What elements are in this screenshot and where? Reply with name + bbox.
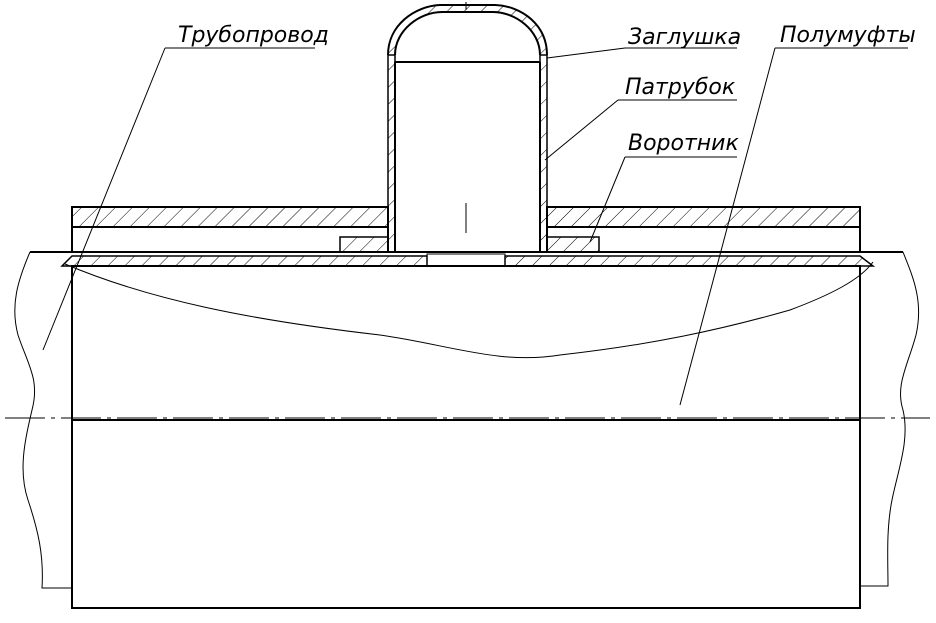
collar: [339, 236, 600, 253]
half-coupling-upper-left: [71, 206, 389, 228]
half-coupling-upper-right: [546, 206, 861, 228]
pipe-wall-right: [504, 255, 876, 267]
leader-half-couplings: [679, 47, 776, 406]
label-half-couplings: Полумуфты: [780, 23, 916, 48]
right-break-line: [860, 251, 920, 587]
pipe-wall-left: [60, 255, 428, 267]
label-pipeline: Трубопровод: [178, 23, 329, 48]
branch-pipe-wall-left: [387, 54, 396, 253]
leader-lines: [42, 47, 908, 406]
leader-branch-pipe: [544, 99, 619, 161]
left-break-line: [14, 251, 72, 589]
half-coupling-lower-body: [71, 265, 861, 609]
pipe-wall-section: [60, 253, 876, 359]
leader-plug: [546, 47, 626, 59]
collar-left: [339, 236, 389, 253]
leader-pipeline: [42, 47, 166, 351]
pipeline-body: [5, 251, 930, 609]
half-coupling-upper: [71, 206, 861, 253]
label-branch-pipe: Патрубок: [625, 75, 736, 100]
pipe-wall-opening: [426, 253, 506, 267]
label-plug: Заглушка: [628, 25, 741, 50]
cut-profile-curve: [64, 261, 874, 359]
leader-collar: [589, 156, 626, 243]
plug: [387, 2, 548, 56]
label-collar: Воротник: [628, 131, 739, 156]
branch-pipe: [387, 54, 548, 253]
branch-pipe-wall-right: [539, 54, 548, 253]
